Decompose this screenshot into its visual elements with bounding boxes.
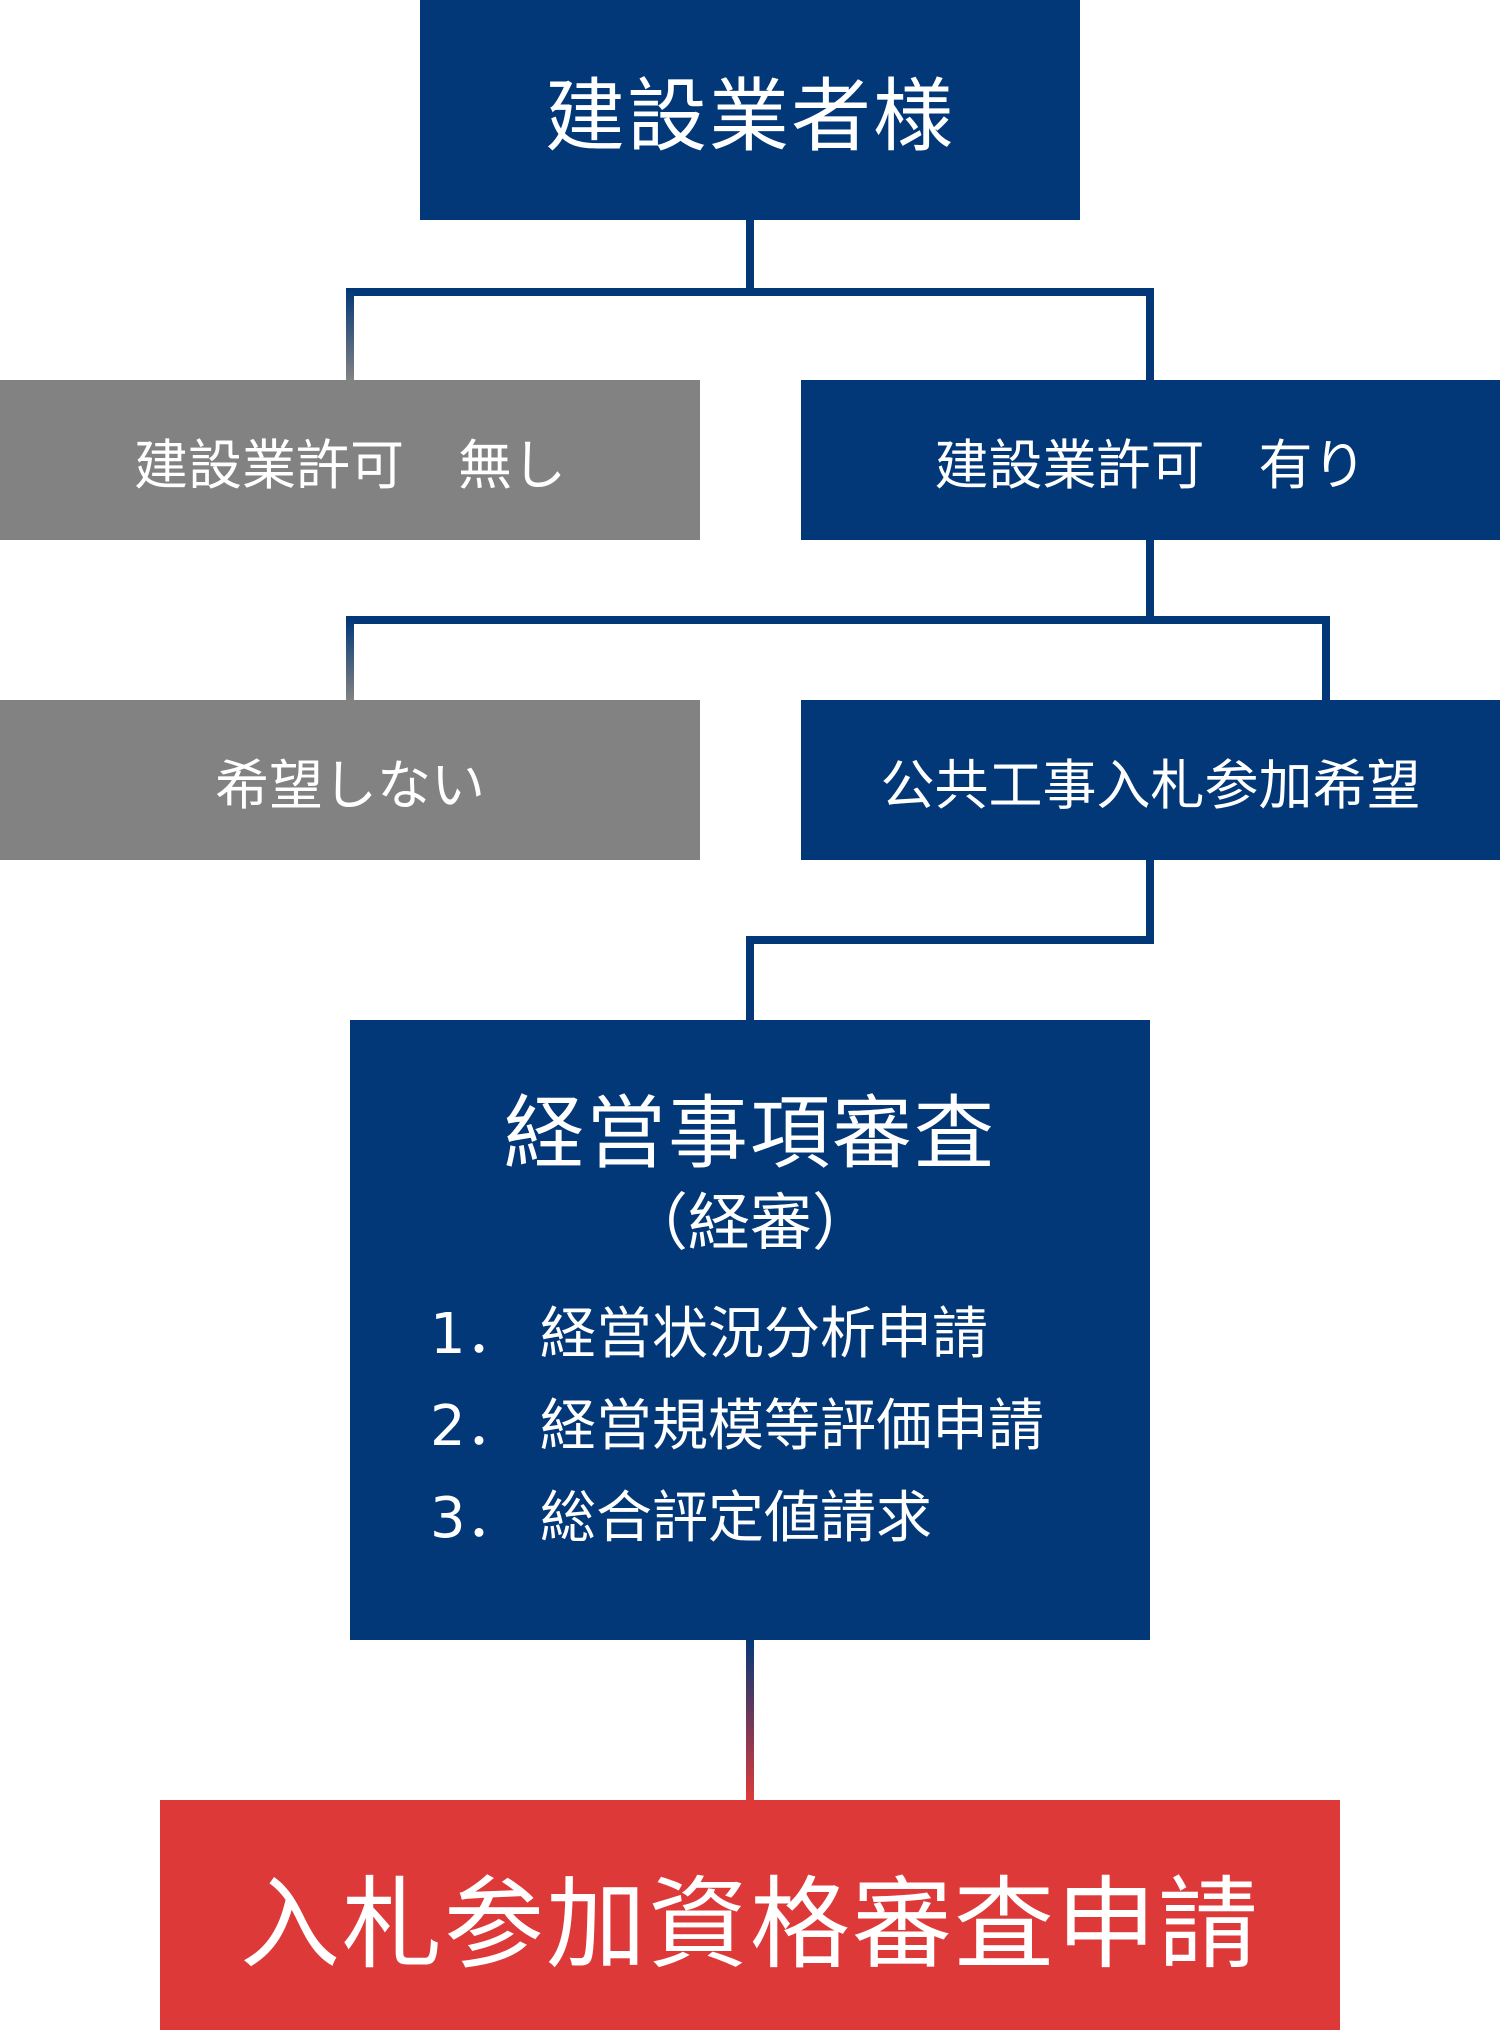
management-review-title: 経営事項審査: [504, 1087, 996, 1180]
step-item: 3． 総合評定値請求: [430, 1473, 1150, 1565]
step-number: 2．: [430, 1393, 522, 1459]
node-bid-qualification-application: 入札参加資格審査申請: [160, 1800, 1340, 2030]
step-label: 経営規模等評価申請: [540, 1393, 1044, 1459]
node-bid-qualification-application-label: 入札参加資格審査申請: [240, 1865, 1260, 1983]
step-number: 3．: [430, 1485, 522, 1551]
node-public-works-bid-wish: 公共工事入札参加希望: [801, 700, 1500, 860]
node-license-none-label: 建設業許可 無し: [134, 433, 566, 497]
step-item: 1． 経営状況分析申請: [430, 1289, 1150, 1381]
node-no-wish: 希望しない: [0, 700, 700, 860]
node-license-yes: 建設業許可 有り: [801, 380, 1500, 540]
root-node-contractor: 建設業者様: [420, 0, 1080, 220]
node-management-review: 経営事項審査 （経審） 1． 経営状況分析申請 2． 経営規模等評価申請 3． 総合評…: [350, 1020, 1150, 1640]
node-license-yes-label: 建設業許可 有り: [934, 433, 1367, 497]
root-node-label: 建設業者様: [545, 70, 955, 163]
node-no-wish-label: 希望しない: [215, 753, 485, 817]
node-license-none: 建設業許可 無し: [0, 380, 700, 540]
step-item: 2． 経営規模等評価申請: [430, 1381, 1150, 1473]
connector-wish-to-keishin: [746, 860, 1154, 1020]
step-number: 1．: [430, 1301, 522, 1367]
node-public-works-bid-wish-label: 公共工事入札参加希望: [880, 753, 1421, 817]
management-review-subtitle: （経審）: [625, 1186, 874, 1259]
step-label: 経営状況分析申請: [540, 1301, 988, 1367]
management-review-steps: 1． 経営状況分析申請 2． 経営規模等評価申請 3． 総合評定値請求: [350, 1289, 1150, 1565]
step-label: 総合評定値請求: [540, 1485, 932, 1551]
